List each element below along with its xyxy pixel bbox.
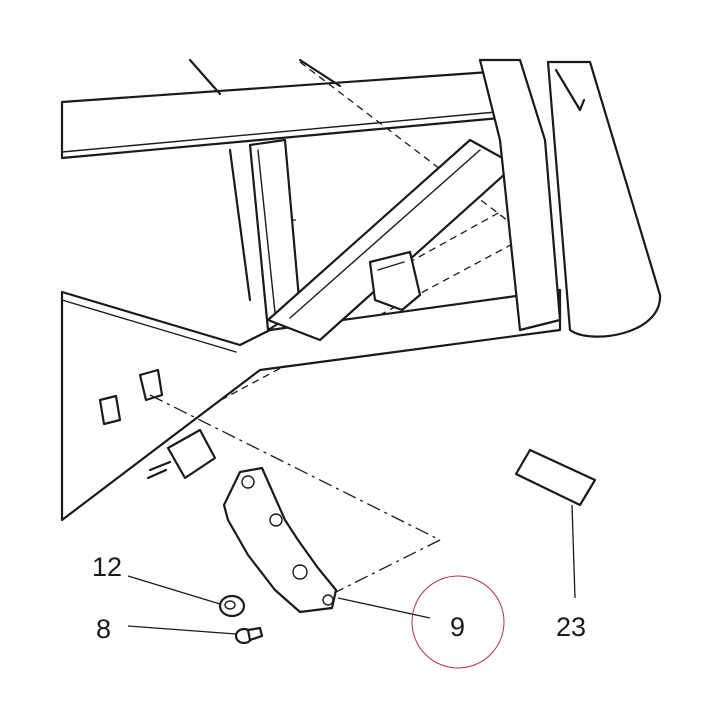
callout-23: 23 bbox=[556, 612, 586, 642]
gusset-plate bbox=[368, 250, 422, 312]
callout-9: 9 bbox=[450, 612, 465, 642]
vertical-bracket bbox=[228, 138, 302, 332]
assembly-path bbox=[149, 394, 441, 596]
part-9-bracket bbox=[222, 466, 338, 614]
callout-9-highlight-circle bbox=[411, 575, 505, 669]
part-12-spacer bbox=[218, 594, 246, 618]
part-23-pad bbox=[514, 448, 597, 507]
frame-right-member bbox=[478, 58, 662, 338]
part-8-bolt bbox=[234, 626, 264, 645]
callout-12: 12 bbox=[92, 552, 122, 582]
leader-lines bbox=[127, 504, 576, 635]
callout-8: 8 bbox=[96, 614, 111, 644]
mounting-tabs bbox=[98, 368, 217, 480]
